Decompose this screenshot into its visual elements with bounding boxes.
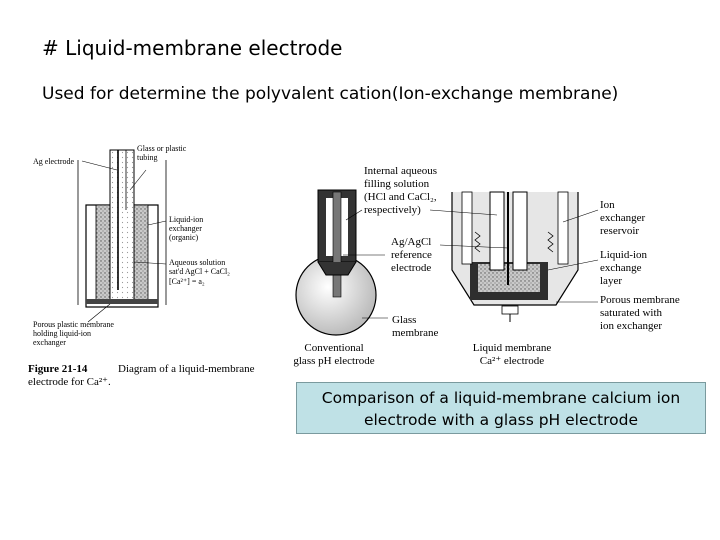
label-glass-membrane-2: membrane <box>392 327 439 339</box>
comparison-caption-line1: Comparison of a liquid-membrane calcium … <box>321 389 681 407</box>
label-agagcl-3: electrode <box>391 262 431 274</box>
label-conventional-2: glass pH electrode <box>293 355 374 367</box>
label-ion-reservoir-2: exchanger <box>600 212 646 224</box>
label-liquid-membrane: Liquid membrane <box>473 342 552 354</box>
label-porous-membrane-2: saturated with <box>600 307 663 319</box>
label-liquid-ion-3: (organic) <box>169 233 199 242</box>
slide-subtitle: Used for determine the polyvalent cation… <box>42 84 619 104</box>
label-agagcl: Ag/AgCl <box>391 236 431 248</box>
label-liquid-ion: Liquid-ion <box>169 215 203 224</box>
glass-ph-electrode-drawing <box>295 189 377 336</box>
label-aqueous: Aqueous solution <box>169 258 225 267</box>
label-glass-membrane: Glass <box>392 314 416 326</box>
figure-caption-text: Diagram of a liquid-membrane <box>118 363 255 375</box>
label-conventional: Conventional <box>304 342 363 354</box>
label-internal-aqueous-3: (HCl and CaCl₂, <box>364 191 437 203</box>
label-porous-plastic-2: holding liquid-ion <box>33 329 91 338</box>
left-electrode-drawing <box>77 149 167 308</box>
comparison-caption-line2: electrode with a glass pH electrode <box>363 411 639 429</box>
label-porous-membrane-3: ion exchanger <box>600 320 662 332</box>
liquid-membrane-ca-electrode-drawing <box>451 191 579 322</box>
label-porous-plastic-3: exchanger <box>33 338 66 347</box>
label-aqueous-2: sat'd AgCl + CaCl₂ <box>169 267 230 276</box>
left-leader-lines <box>81 160 167 323</box>
label-ag-electrode: Ag electrode <box>33 157 75 166</box>
slide-title: # Liquid-membrane electrode <box>42 36 343 60</box>
comparison-caption-box: Comparison of a liquid-membrane calcium … <box>296 382 706 434</box>
label-glass-tubing-2: tubing <box>137 153 157 162</box>
figure-caption-text-2: electrode for Ca²⁺. <box>28 376 111 388</box>
right-leader-lines <box>343 209 599 319</box>
label-internal-aqueous: Internal aqueous <box>364 165 437 177</box>
label-porous-plastic: Porous plastic membrane <box>33 320 114 329</box>
label-liquid-ion-layer: Liquid-ion <box>600 249 648 261</box>
label-agagcl-2: reference <box>391 249 432 261</box>
label-aqueous-3: [Ca²⁺] = a₂ <box>169 277 205 286</box>
label-internal-aqueous-4: respectively) <box>364 204 421 216</box>
label-ion-reservoir: Ion <box>600 199 615 211</box>
label-ion-reservoir-3: reservoir <box>600 225 639 237</box>
label-liquid-membrane-2: Ca²⁺ electrode <box>480 355 544 367</box>
label-liquid-ion-2: exchanger <box>169 224 202 233</box>
label-liquid-ion-layer-3: layer <box>600 275 622 287</box>
label-glass-tubing: Glass or plastic <box>137 144 187 153</box>
label-porous-membrane: Porous membrane <box>600 294 680 306</box>
label-liquid-ion-layer-2: exchange <box>600 262 642 274</box>
figure-caption-number: Figure 21-14 <box>28 363 88 375</box>
label-internal-aqueous-2: filling solution <box>364 178 430 190</box>
